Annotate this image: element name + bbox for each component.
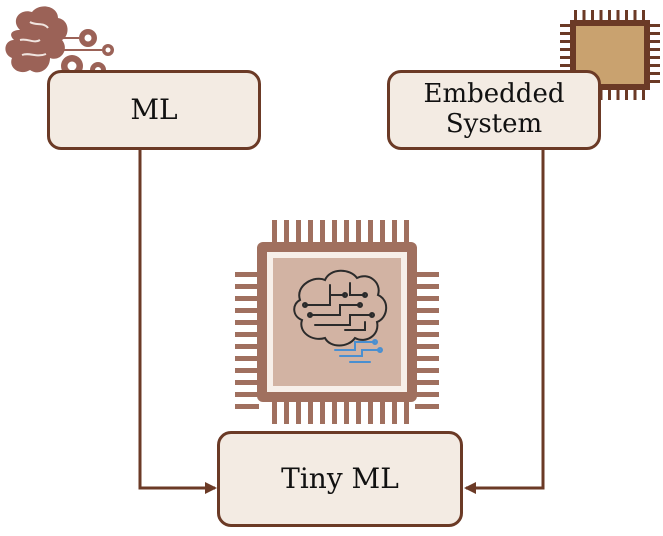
embedded-label-line1: Embedded: [423, 79, 565, 110]
embedded-system-node: Embedded System: [387, 70, 601, 150]
tinyml-node: Tiny ML: [217, 431, 463, 527]
tinyml-label: Tiny ML: [281, 461, 399, 495]
embedded-label-line2: System: [445, 109, 543, 139]
ai-chip-icon: [235, 220, 439, 424]
ml-label: ML: [130, 92, 178, 126]
connector-ml-to-tinyml: [138, 150, 217, 494]
connector-embedded-to-tinyml: [464, 150, 545, 494]
ml-node: ML: [47, 70, 261, 150]
